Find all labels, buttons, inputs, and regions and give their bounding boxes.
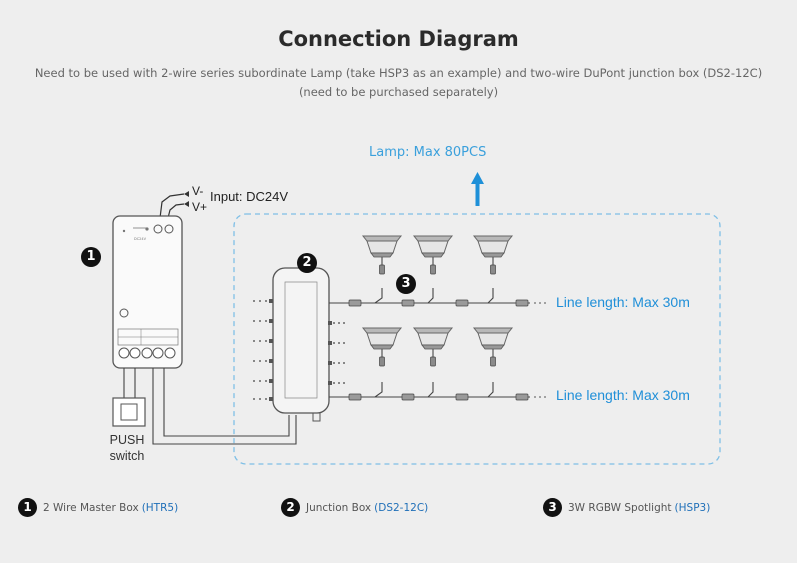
push-label-line1: PUSH [109, 433, 145, 447]
legend-badge-1: 1 [18, 498, 37, 517]
legend-badge-3: 3 [543, 498, 562, 517]
line-length-caption-2: Line length: Max 30m [556, 387, 690, 403]
subtitle-line-1: Need to be used with 2-wire series subor… [34, 66, 763, 80]
legend-item-spotlight: 3 3W RGBW Spotlight (HSP3) [543, 498, 710, 517]
badge-3: 3 [396, 274, 416, 294]
continuation-dots [534, 302, 546, 398]
lamp-connectors [348, 299, 529, 401]
legend-label-1: 2 Wire Master Box [43, 501, 139, 514]
v-plus-label: V+ [192, 200, 208, 214]
badge-1: 1 [81, 247, 101, 267]
legend-badge-2: 2 [281, 498, 300, 517]
badge-2: 2 [297, 253, 317, 273]
line-length-caption-1: Line length: Max 30m [556, 294, 690, 310]
master-box: DC24V [112, 215, 183, 369]
page-subtitle: Need to be used with 2-wire series subor… [0, 64, 797, 102]
input-wires [159, 193, 185, 219]
legend-label-2: Junction Box [306, 501, 372, 514]
legend-label-3: 3W RGBW Spotlight [568, 501, 672, 514]
svg-text:DC24V: DC24V [134, 237, 147, 241]
master-output-wires [123, 368, 297, 445]
junction-ports [253, 299, 345, 401]
legend-code-3: (HSP3) [674, 501, 711, 514]
v-minus-label: V- [192, 184, 204, 198]
page-title: Connection Diagram [278, 27, 519, 51]
spotlight-lamps-row-2 [362, 327, 513, 367]
subtitle-line-2: (need to be purchased separately) [298, 85, 499, 99]
lamp-max-caption: Lamp: Max 80PCS [369, 145, 487, 160]
lamp-area-dashed-border [233, 213, 721, 465]
legend-item-master-box: 1 2 Wire Master Box (HTR5) [18, 498, 178, 517]
input-caption: Input: DC24V [210, 189, 289, 204]
legend-code-2: (DS2-12C) [374, 501, 429, 514]
junction-box [272, 267, 330, 422]
legend-code-1: (HTR5) [141, 501, 179, 514]
push-switch [112, 397, 146, 427]
push-switch-label: PUSH switch [104, 432, 150, 464]
spotlight-lamps-row-1 [362, 235, 513, 275]
legend-item-junction-box: 2 Junction Box (DS2-12C) [281, 498, 428, 517]
up-arrow-icon [471, 172, 484, 206]
lamp-string-wires [329, 288, 530, 398]
push-label-line2: switch [109, 449, 145, 463]
